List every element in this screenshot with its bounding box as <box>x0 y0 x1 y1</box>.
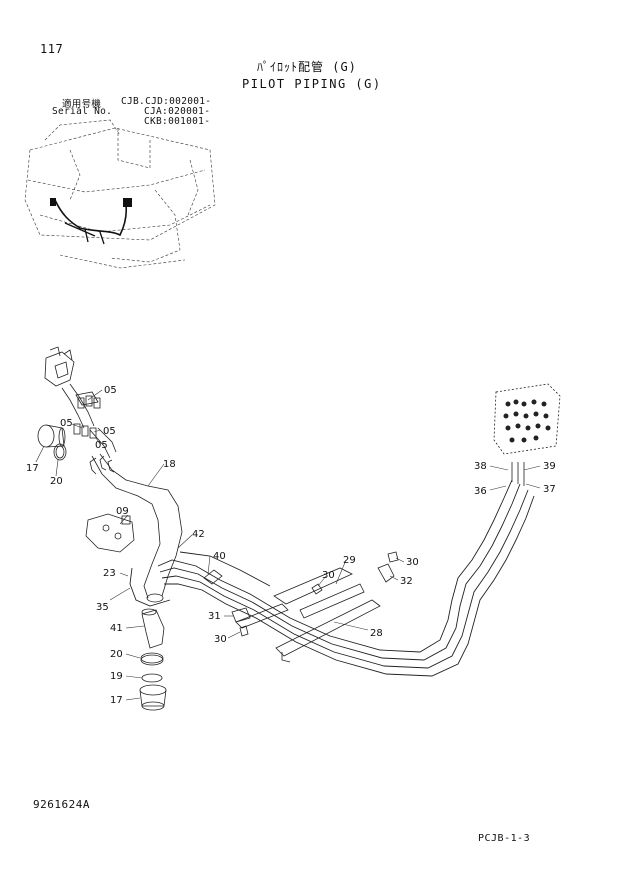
bracket-29 <box>273 567 365 619</box>
callout-20-lower: 20 <box>110 649 123 660</box>
callout-29: 29 <box>343 555 356 566</box>
callout-37: 37 <box>543 484 556 495</box>
plate-31 <box>231 607 251 623</box>
machine-overview-sketch <box>24 119 216 269</box>
leader-lines <box>35 389 541 701</box>
callout-09: 09 <box>116 506 129 517</box>
serial-label-english: Serial No. <box>52 106 113 117</box>
bracket-09 <box>85 513 135 553</box>
boot-17-upper <box>37 424 66 448</box>
ring-19 <box>141 673 163 683</box>
callout-42: 42 <box>192 529 205 540</box>
callout-35: 35 <box>96 602 109 613</box>
callout-36: 36 <box>474 486 487 497</box>
serial-range-2: CJA:020001- <box>144 106 211 117</box>
callout-41: 41 <box>110 623 123 634</box>
callout-30-mid: 30 <box>322 570 335 581</box>
pilot-hoses <box>129 479 535 677</box>
callout-19: 19 <box>110 671 123 682</box>
callout-05-c: 05 <box>103 426 116 437</box>
sheet-code: PCJB-1-3 <box>478 833 531 844</box>
drawing-number: 9261624A <box>33 798 90 811</box>
elbow-32 <box>377 563 395 583</box>
callout-28: 28 <box>370 628 383 639</box>
boot-17-lower <box>139 684 167 711</box>
clamp-plate-28 <box>235 599 381 663</box>
band-20-upper <box>53 443 67 461</box>
serial-label-japanese: 適用号機 <box>62 99 102 110</box>
callout-38: 38 <box>474 461 487 472</box>
elbow-41 <box>141 608 165 649</box>
bolt-30-upper-right <box>387 551 399 563</box>
page-number: 117 <box>40 42 64 56</box>
callout-20-upper: 20 <box>50 476 63 487</box>
fitting-group-upper <box>73 395 101 439</box>
callout-05-d: 05 <box>95 440 108 451</box>
callout-18: 18 <box>163 459 176 470</box>
bolt-30-lower <box>239 625 249 637</box>
serial-range-3: CKB:001001- <box>144 116 211 127</box>
bolt-30-mid <box>311 583 323 595</box>
callout-05-a: 05 <box>104 385 117 396</box>
callout-40: 40 <box>213 551 226 562</box>
control-valve-block <box>493 383 561 486</box>
pilot-valve-assembly <box>44 346 117 459</box>
callout-30-lower: 30 <box>214 634 227 645</box>
callout-39: 39 <box>543 461 556 472</box>
callout-05-b: 05 <box>60 418 73 429</box>
callout-23: 23 <box>103 568 116 579</box>
serial-range-1: CJB.CJD:002001- <box>121 96 212 107</box>
hose-bundle-18 <box>89 453 183 603</box>
callout-30-upper-right: 30 <box>406 557 419 568</box>
callout-17-lower: 17 <box>110 695 123 706</box>
callout-17-upper: 17 <box>26 463 39 474</box>
callout-31: 31 <box>208 611 221 622</box>
title-japanese: ﾊﾟｲﾛｯﾄ配管 (G) <box>257 60 357 74</box>
callout-32: 32 <box>400 576 413 587</box>
title-english: PILOT PIPING (G) <box>242 77 382 91</box>
band-20-lower <box>140 652 164 666</box>
